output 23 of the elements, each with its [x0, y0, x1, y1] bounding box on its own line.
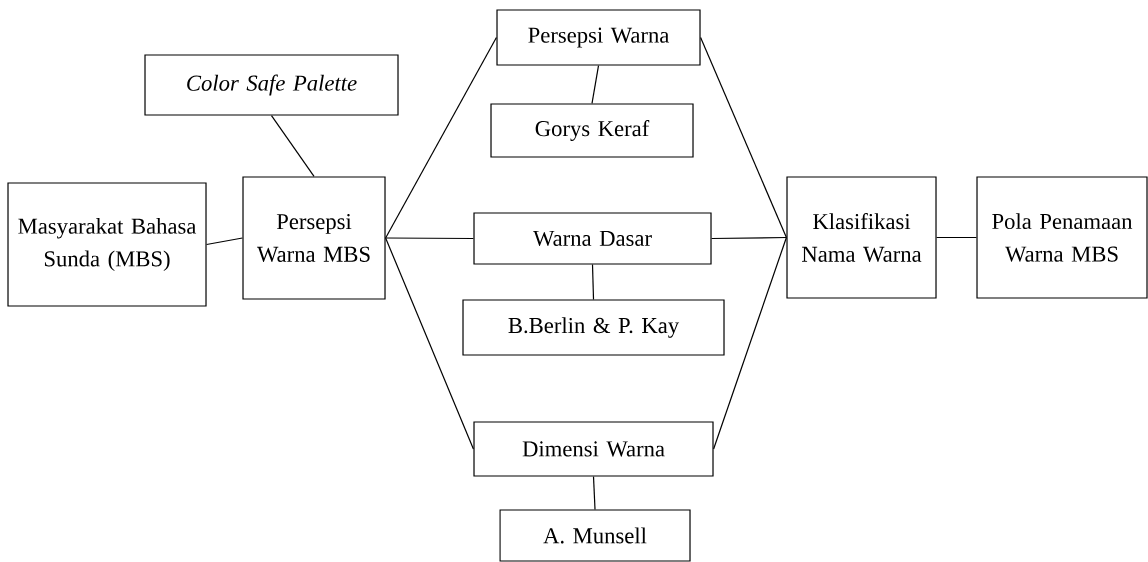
connector-line: [206, 237, 243, 246]
text-box: A. Munsell: [499, 509, 691, 562]
connector-line: [700, 36, 787, 239]
connector-line: [385, 237, 474, 450]
text-box: Masyarakat Bahasa Sunda (MBS): [7, 182, 207, 307]
text-box: B.Berlin & P. Kay: [462, 299, 725, 356]
connector-line: [713, 236, 787, 450]
connector-line: [385, 237, 474, 240]
text-box: Color Safe Palette: [144, 54, 399, 116]
connector-line: [591, 264, 595, 300]
text-box: Klasifikasi Nama Warna: [786, 176, 937, 299]
connector-line: [711, 236, 787, 240]
text-box: Warna Dasar: [473, 212, 712, 265]
connector-line: [591, 65, 600, 104]
text-box: Pola Penamaan Warna MBS: [976, 176, 1148, 299]
connector-line: [592, 476, 596, 510]
text-box: Persepsi Warna MBS: [242, 176, 386, 300]
text-box: Persepsi Warna: [496, 9, 701, 66]
text-box: Gorys Keraf: [490, 103, 694, 158]
connector-line: [385, 36, 497, 239]
connector-line: [270, 115, 315, 177]
connector-line: [936, 236, 977, 239]
text-box: Dimensi Warna: [473, 421, 714, 477]
